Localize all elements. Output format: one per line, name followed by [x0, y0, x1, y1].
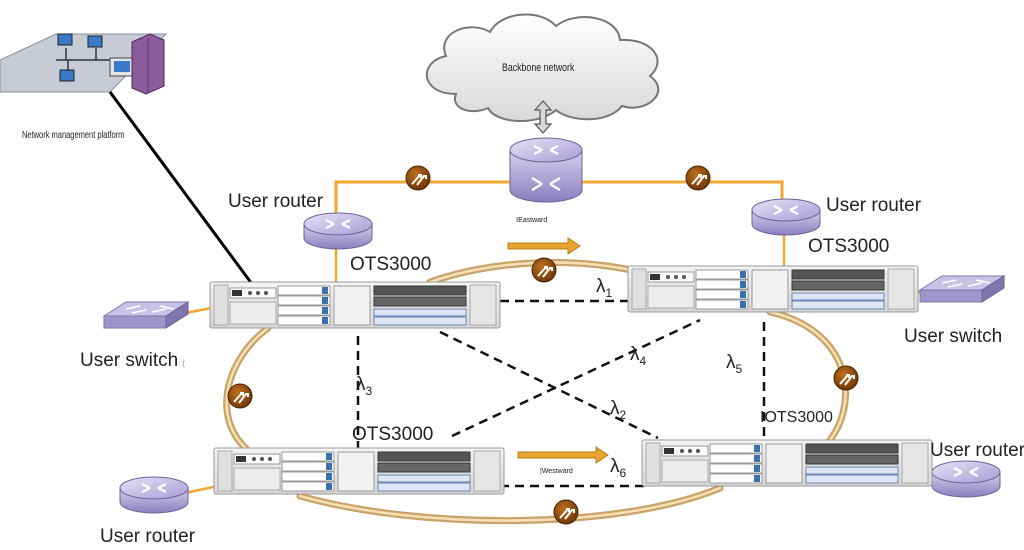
amplifier-icon	[553, 499, 579, 525]
core-router-icon	[509, 137, 583, 203]
user-router-label-bottom-left: User router	[100, 526, 196, 547]
eastward-arrow	[507, 237, 581, 255]
ots-node-top-right	[627, 265, 919, 313]
eastward-label: ⅠEastward	[516, 217, 547, 224]
amplifier-icon	[405, 165, 431, 191]
ots-node-top-left	[209, 281, 501, 329]
user-router-icon	[302, 211, 374, 251]
amplifier-icon	[227, 383, 253, 409]
ots-node-bottom-left	[213, 447, 505, 495]
user-router-icon	[750, 197, 822, 237]
lambda-3-label: λ3	[356, 374, 373, 398]
amplifier-icon	[833, 365, 859, 391]
user-switch-icon	[103, 301, 189, 329]
backbone-cloud	[426, 13, 660, 122]
lambda-2-label: λ2	[610, 398, 627, 422]
lambda-6-label: λ6	[610, 456, 627, 480]
westward-label: |Westward	[540, 468, 573, 475]
ots-label-bottom-left: OTS3000	[352, 424, 433, 445]
backbone-label: Backbone network	[502, 62, 574, 74]
network-management-platform	[0, 33, 168, 95]
ots-label-top-left: OTS3000	[350, 254, 431, 275]
user-router-icon	[930, 459, 1002, 499]
ots-node-bottom-right	[641, 439, 933, 487]
lambda-5-label: λ5	[726, 352, 743, 376]
management-link	[108, 91, 254, 285]
lambda-4-label: λ4	[630, 344, 647, 368]
ots-label-top-right: OTS3000	[808, 236, 889, 257]
lambda-1-label: λ1	[596, 276, 613, 300]
wavelength-paths	[356, 299, 766, 488]
amplifier-icon	[531, 257, 557, 283]
nms-label: Network management platform	[22, 129, 124, 140]
user-switch-label-left: User switch(	[80, 350, 185, 371]
westward-arrow	[517, 446, 609, 464]
user-router-icon	[118, 475, 190, 515]
amplifier-icon	[685, 165, 711, 191]
user-router-label-top-left: User router	[228, 191, 324, 212]
user-switch-icon	[919, 275, 1005, 303]
ots-label-bottom-right: IOTS3000	[760, 409, 833, 426]
user-router-label-top-right: User router	[826, 195, 922, 216]
user-switch-label-right: User switch	[904, 326, 1002, 347]
user-router-label-bottom-right: User router	[930, 440, 1024, 461]
uplink-double-arrow	[533, 100, 553, 134]
